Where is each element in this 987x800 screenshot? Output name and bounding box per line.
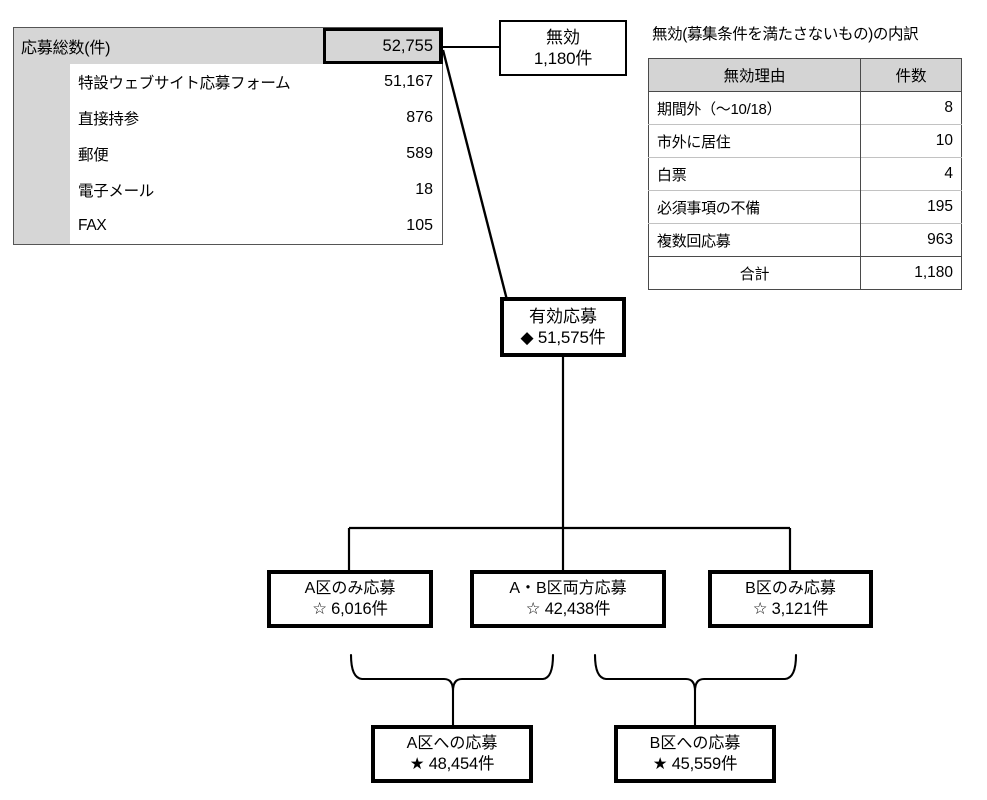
channel-label: 直接持参 bbox=[78, 111, 139, 128]
reason-count: 195 bbox=[860, 190, 962, 224]
reason-count: 963 bbox=[860, 223, 962, 257]
node-valid: 有効応募 ◆ 51,575件 bbox=[500, 297, 626, 357]
table-row: 必須事項の不備 195 bbox=[648, 190, 962, 224]
reason-label: 複数回応募 bbox=[648, 223, 861, 257]
table-row: 期間外（～10/18） 8 bbox=[648, 91, 962, 125]
invalid-table-title: 無効(募集条件を満たさないもの)の内訳 bbox=[652, 26, 919, 43]
channel-value: 105 bbox=[406, 217, 433, 234]
node-invalid-title: 無効 bbox=[546, 27, 580, 47]
channel-value: 589 bbox=[406, 145, 433, 162]
node-a-total: A区への応募 ★ 48,454件 bbox=[371, 725, 533, 783]
node-invalid: 無効 1,180件 bbox=[499, 20, 627, 76]
node-b-total: B区への応募 ★ 45,559件 bbox=[614, 725, 776, 783]
reason-label: 白票 bbox=[648, 157, 861, 191]
table-row: 郵便 589 bbox=[14, 136, 443, 172]
node-a-only: A区のみ応募 ☆ 6,016件 bbox=[267, 570, 433, 628]
node-ab-both: A・B区両方応募 ☆ 42,438件 bbox=[470, 570, 666, 628]
node-invalid-count: 1,180件 bbox=[533, 49, 593, 68]
node-b-only-count: ☆ 3,121件 bbox=[752, 599, 829, 618]
reason-label: 市外に居住 bbox=[648, 124, 861, 158]
table-indent-gutter bbox=[13, 64, 70, 245]
total-label: 応募総数(件) bbox=[13, 27, 323, 64]
node-b-total-count: ★ 45,559件 bbox=[652, 754, 738, 773]
table-row-total: 応募総数(件) 52,755 bbox=[13, 27, 443, 64]
table-row-total: 合計 1,180 bbox=[648, 256, 962, 290]
table-header-row: 無効理由 件数 bbox=[648, 58, 962, 92]
total-label: 合計 bbox=[648, 256, 861, 290]
channel-label: 郵便 bbox=[78, 147, 109, 164]
node-a-only-count: ☆ 6,016件 bbox=[312, 599, 388, 618]
channel-label: 電子メール bbox=[78, 183, 155, 200]
node-ab-both-count: ☆ 42,438件 bbox=[525, 599, 611, 618]
channel-value: 18 bbox=[415, 181, 433, 198]
table-row: 白票 4 bbox=[648, 157, 962, 191]
brace-b-total bbox=[593, 653, 798, 692]
brace-a-total bbox=[349, 653, 555, 692]
channel-label: FAX bbox=[78, 217, 107, 234]
reason-count: 10 bbox=[860, 124, 962, 158]
column-header-count: 件数 bbox=[860, 58, 962, 92]
node-b-only: B区のみ応募 ☆ 3,121件 bbox=[708, 570, 873, 628]
table-row: 電子メール 18 bbox=[14, 172, 443, 208]
total-count: 1,180 bbox=[860, 256, 962, 290]
channel-label: 特設ウェブサイト応募フォーム bbox=[78, 75, 291, 92]
reason-count: 8 bbox=[944, 99, 953, 116]
table-row: 直接持参 876 bbox=[14, 100, 443, 136]
reason-count: 4 bbox=[860, 157, 962, 191]
line-total-to-valid bbox=[441, 49, 509, 301]
table-row: FAX 105 bbox=[14, 208, 443, 245]
application-source-table: 応募総数(件) 52,755 特設ウェブサイト応募フォーム 51,167 直接持… bbox=[13, 27, 443, 245]
node-a-only-title: A区のみ応募 bbox=[304, 579, 396, 597]
node-ab-both-title: A・B区両方応募 bbox=[509, 579, 627, 597]
reason-label: 必須事項の不備 bbox=[648, 190, 861, 224]
table-row: 特設ウェブサイト応募フォーム 51,167 bbox=[13, 64, 443, 245]
invalid-reason-table: 無効理由 件数 期間外（～10/18） 8 市外に居住 10 白票 4 必須事項… bbox=[648, 58, 962, 290]
node-a-total-title: A区への応募 bbox=[406, 734, 498, 752]
node-a-total-count: ★ 48,454件 bbox=[409, 754, 495, 773]
table-row: 市外に居住 10 bbox=[648, 124, 962, 158]
node-valid-title: 有効応募 bbox=[529, 306, 597, 326]
node-b-total-title: B区への応募 bbox=[649, 734, 741, 752]
reason-label: 期間外（～10/18） bbox=[648, 91, 861, 125]
channel-value: 876 bbox=[406, 109, 433, 126]
channel-value: 51,167 bbox=[384, 73, 433, 90]
node-b-only-title: B区のみ応募 bbox=[745, 579, 836, 597]
table-row: 複数回応募 963 bbox=[648, 223, 962, 257]
total-value: 52,755 bbox=[323, 27, 443, 64]
column-header-reason: 無効理由 bbox=[648, 58, 861, 92]
node-valid-count: ◆ 51,575件 bbox=[520, 328, 606, 347]
